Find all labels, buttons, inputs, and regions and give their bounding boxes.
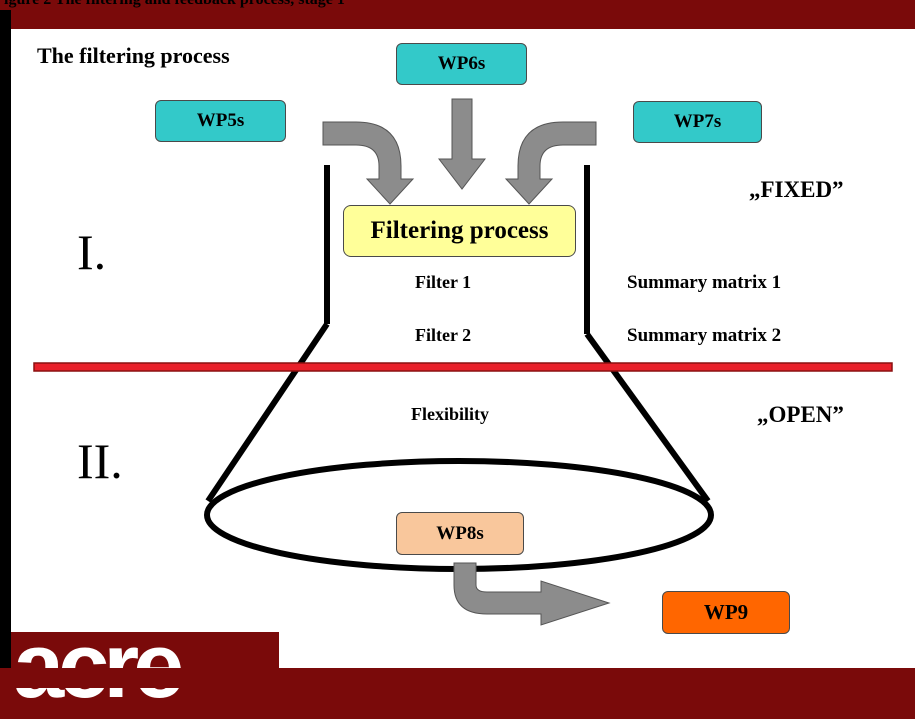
arrow-from-wp6s xyxy=(437,98,487,190)
acre-logo-mark: acre xyxy=(13,615,184,717)
funnel-left-slope xyxy=(205,322,330,503)
figure-caption: igure 2 The filtering and feedback proce… xyxy=(4,0,345,9)
wp9-box: WP9 xyxy=(662,591,790,634)
arrow-wp8s-to-wp9 xyxy=(453,562,611,626)
filtering-process-box: Filtering process xyxy=(343,205,576,257)
wp8s-box: WP8s xyxy=(396,512,524,555)
bottom-frame-bar xyxy=(0,668,915,688)
funnel-right-slope xyxy=(584,332,711,503)
stage-divider-line xyxy=(33,362,893,372)
summary-matrix-1-label: Summary matrix 1 xyxy=(627,272,782,293)
filter-2-label: Filter 2 xyxy=(415,325,472,345)
wp5s-box: WP5s xyxy=(155,100,286,142)
left-frame-bar xyxy=(0,0,11,688)
wp6s-box: WP6s xyxy=(396,43,527,85)
slide-title: The filtering process xyxy=(37,43,230,68)
wp7s-box: WP7s xyxy=(633,101,762,143)
filter-1-label: Filter 1 xyxy=(415,272,472,292)
caption-bar: igure 2 The filtering and feedback proce… xyxy=(0,0,915,10)
stage-two-numeral: II. xyxy=(77,433,123,489)
stage-one-numeral: I. xyxy=(77,224,107,280)
slide-canvas: The filtering process WP6s WP5s WP7s „FI… xyxy=(11,29,915,717)
funnel-diagram xyxy=(33,98,893,626)
summary-matrix-2-label: Summary matrix 2 xyxy=(627,325,782,346)
arrow-from-wp7s xyxy=(504,121,597,205)
open-label: „OPEN” xyxy=(757,402,844,427)
fixed-label: „FIXED” xyxy=(749,177,844,202)
arrow-from-wp5s xyxy=(322,121,415,205)
flexibility-label: Flexibility xyxy=(411,404,489,424)
